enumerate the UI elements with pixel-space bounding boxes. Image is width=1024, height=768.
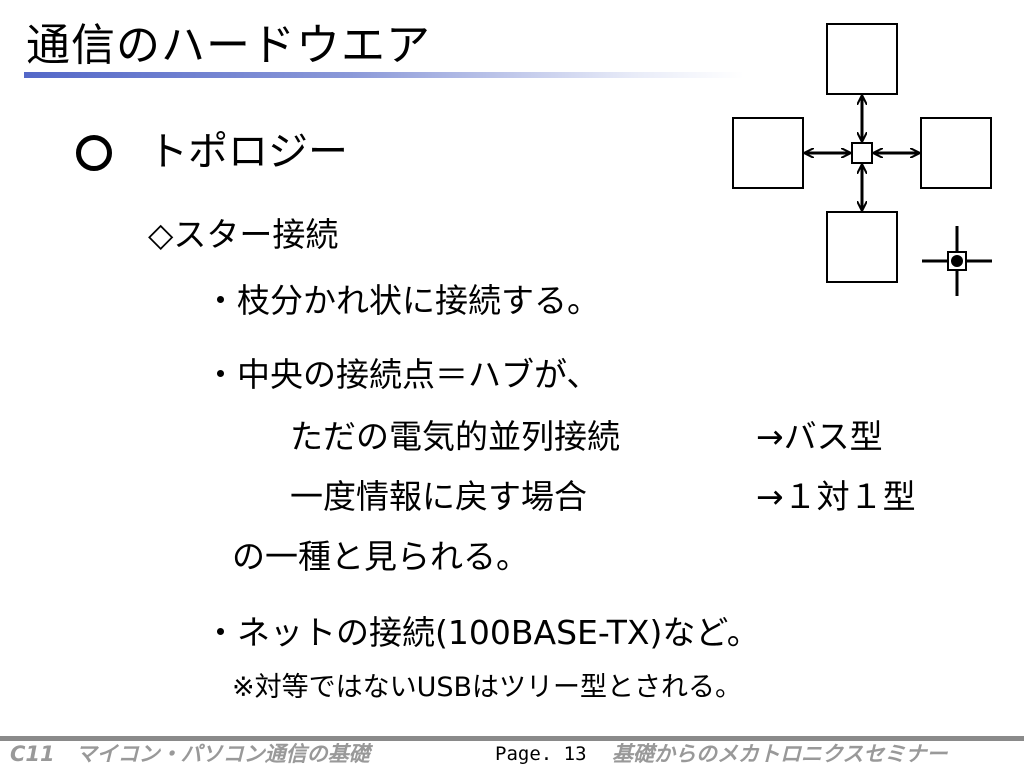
hub-case-relay: 一度情報に戻す場合 [290,477,587,516]
left-node [732,117,804,189]
crosshair-icon [922,226,992,296]
footer-course-title: C11 マイコン・パソコン通信の基礎 [10,742,370,766]
title-underline [24,72,744,78]
star-topology-diagram [732,23,992,296]
bullet-branch-connection: ・枝分かれ状に接続する。 [204,281,600,320]
footer-seminar-title: 基礎からのメカトロニクスセミナー [612,742,948,766]
circle-bullet-icon [76,135,112,171]
hub-conclusion: の一種と見られる。 [232,537,529,576]
hub-node [851,142,873,164]
bullet-network-example: ・ネットの接続(100BASE-TX)など。 [204,613,760,652]
hub-case-parallel: ただの電気的並列接続 [290,417,620,456]
usb-note: ※対等ではないUSBはツリー型とされる。 [232,672,743,703]
hub-case-relay-result: →１対１型 [756,477,916,516]
subsection-heading: ◇スター接続 [148,215,339,254]
hub-case-parallel-result: →バス型 [756,417,883,456]
section-heading: トポロジー [148,129,348,175]
footer-divider [0,736,1024,741]
page-number: Page. 13 [495,743,587,765]
bullet-hub: ・中央の接続点＝ハブが、 [204,355,600,394]
slide-title: 通信のハードウエア [26,20,431,71]
right-node [920,117,992,189]
top-node [826,23,898,95]
bottom-node [826,211,898,283]
